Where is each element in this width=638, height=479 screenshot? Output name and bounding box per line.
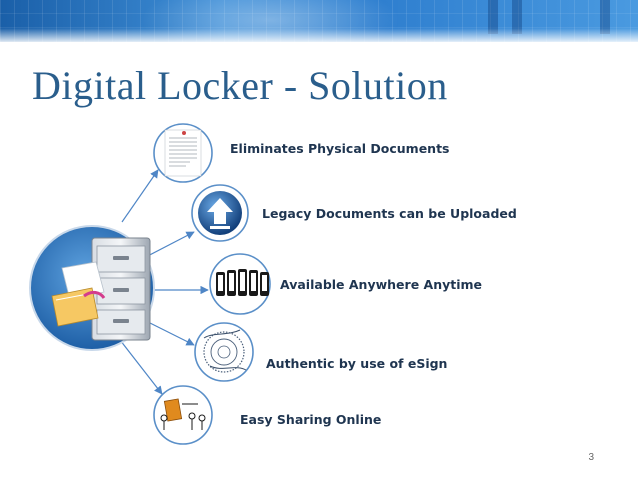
page-number: 3	[588, 452, 594, 463]
feature-label-anywhere: Available Anywhere Anytime	[280, 277, 483, 292]
connector-arrow	[121, 169, 159, 223]
mobile-devices-icon	[209, 253, 271, 315]
header-banner	[0, 0, 638, 42]
connector-arrow	[119, 339, 163, 395]
document-icon	[153, 123, 213, 183]
feature-label-sharing: Easy Sharing Online	[240, 412, 382, 427]
feature-label-eliminates: Eliminates Physical Documents	[230, 141, 450, 156]
sharing-people-icon	[153, 385, 213, 445]
upload-arrow-icon	[191, 184, 249, 242]
feature-label-legacy-upload: Legacy Documents can be Uploaded	[262, 206, 517, 221]
feature-label-esign: Authentic by use of eSign	[266, 356, 448, 371]
file-cabinet-icon	[29, 225, 155, 351]
seal-icon	[194, 322, 254, 382]
slide-title: Digital Locker - Solution	[32, 63, 448, 108]
